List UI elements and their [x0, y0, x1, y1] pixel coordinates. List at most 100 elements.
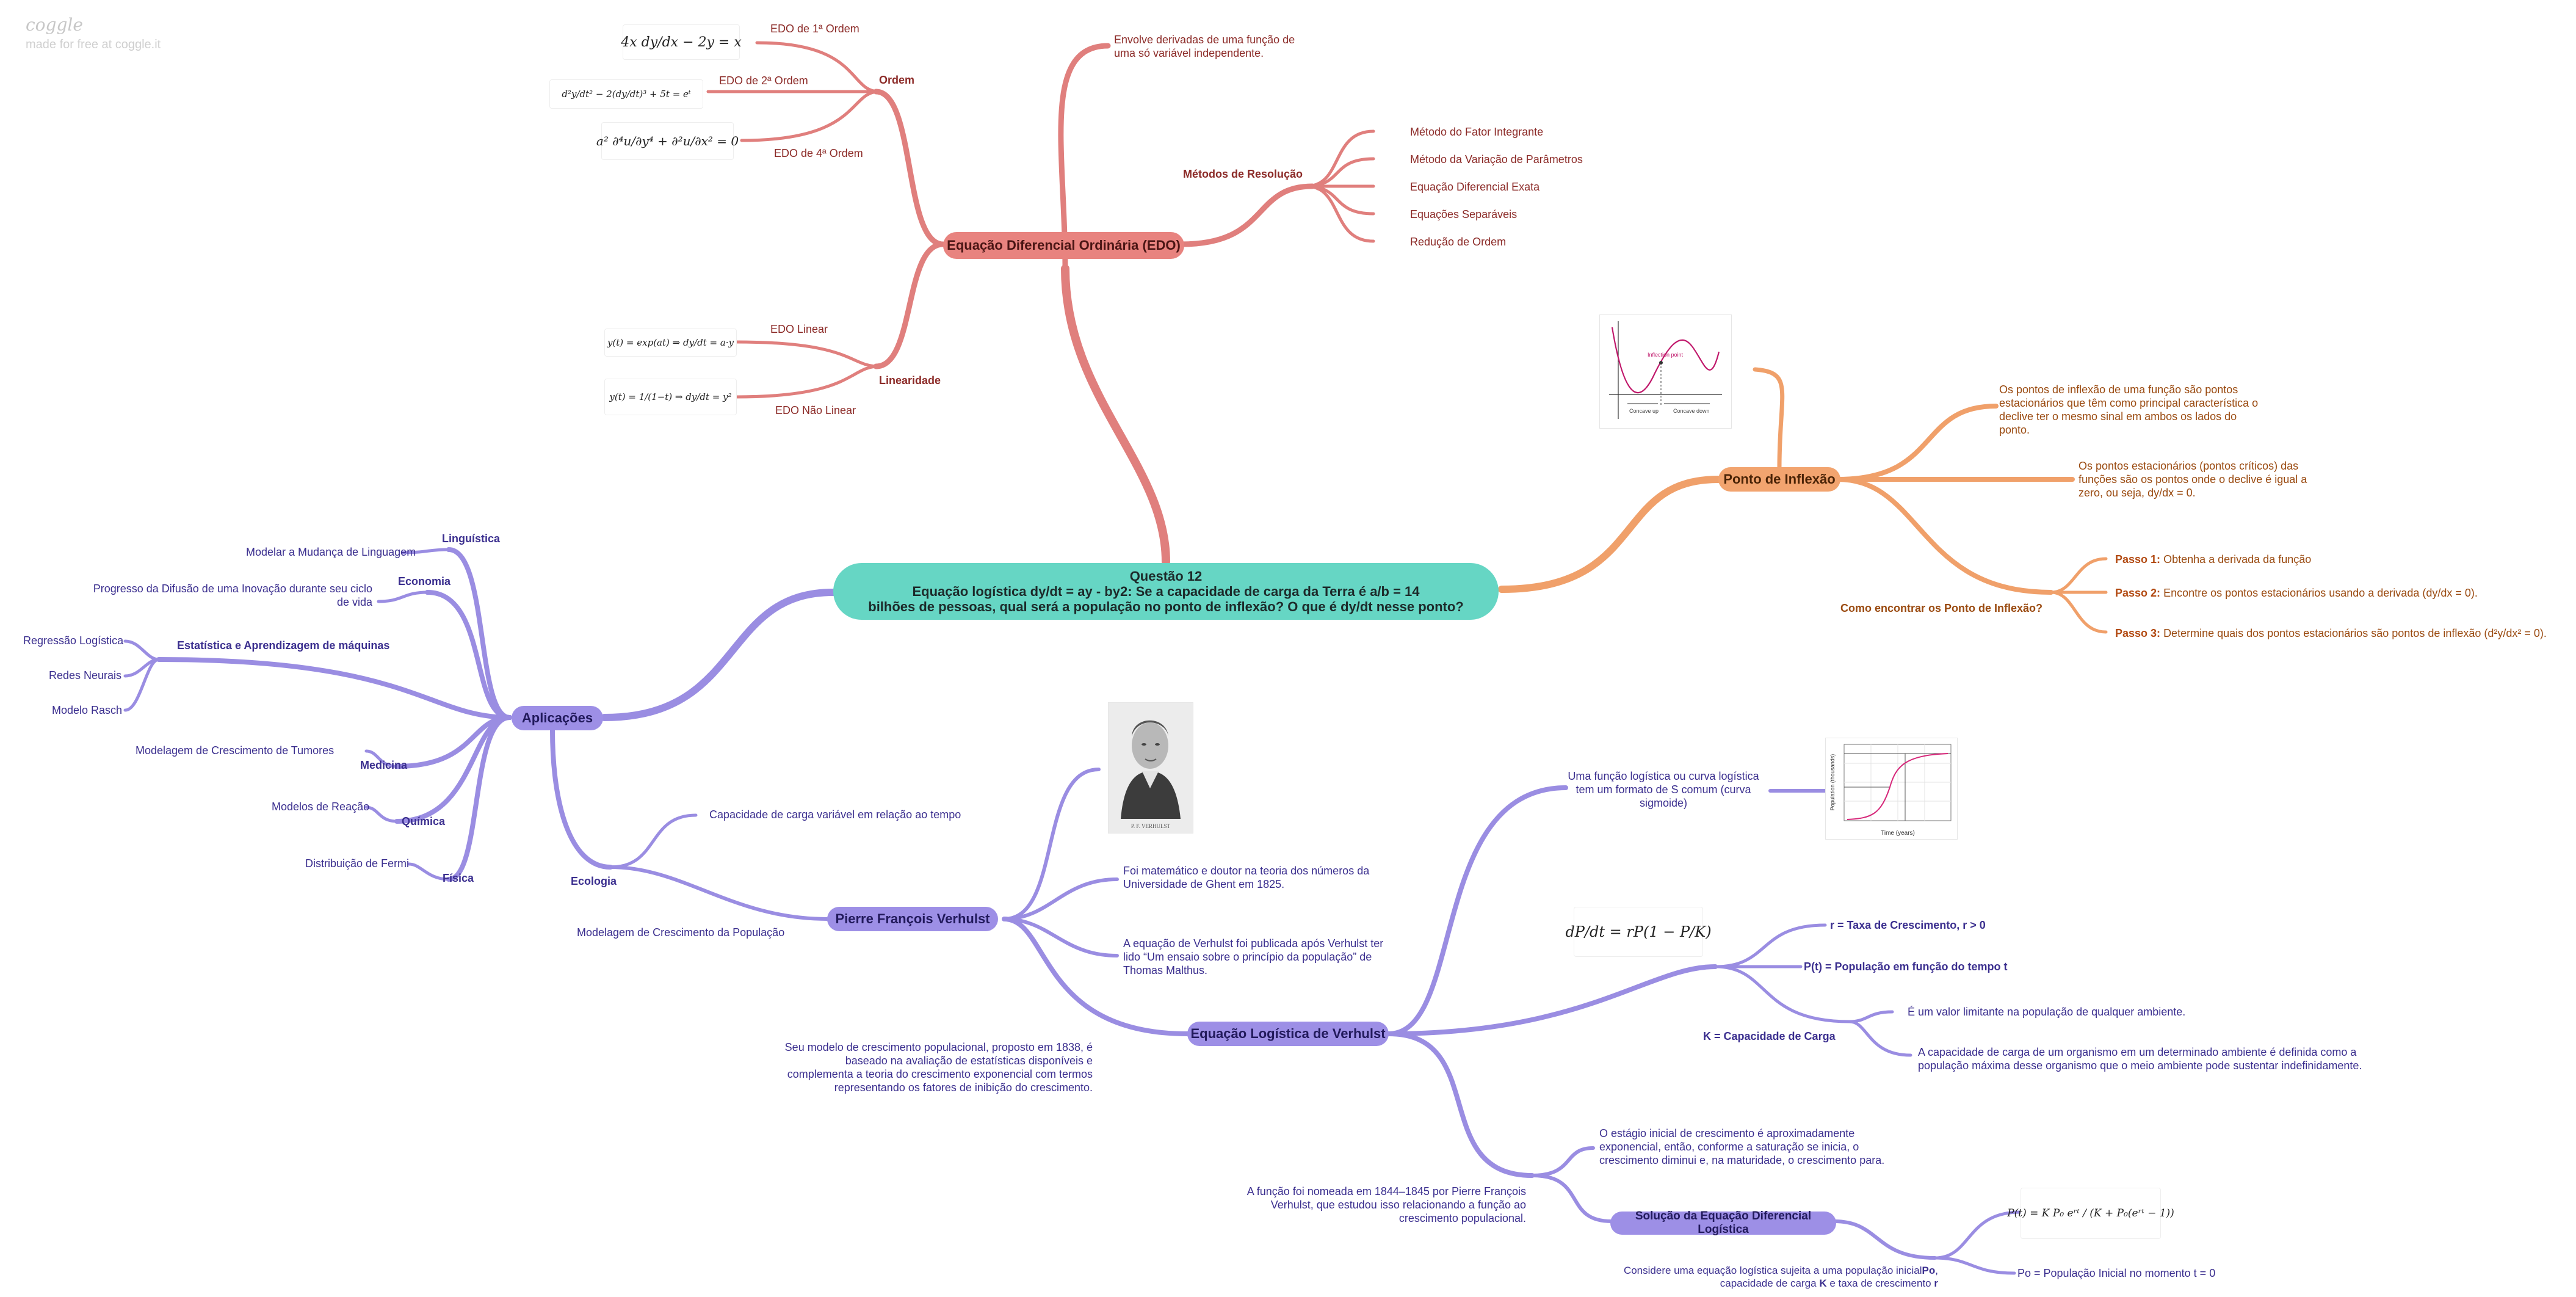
como-step-2[interactable]: Passo 2: Encontre os pontos estacionário…	[2115, 586, 2478, 600]
concave-up-label: Concave up	[1629, 408, 1659, 414]
logistica-nomeada: A função foi nomeada em 1844–1845 por Pi…	[1246, 1185, 1526, 1224]
ordem-item-2[interactable]: EDO de 2ª Ordem	[719, 74, 808, 87]
link-econ-item	[377, 590, 429, 603]
inflexao-node[interactable]: Ponto de Inflexão	[1718, 467, 1840, 492]
medicina-label[interactable]: Medicina	[360, 759, 408, 771]
link-metodos-2	[1304, 157, 1375, 188]
ordem-formula-3: a² ∂⁴u/∂y⁴ + ∂²u/∂x² = 0	[596, 122, 739, 160]
solution-formula: P(t) = K P₀ eʳᵗ / (K + P₀(eʳᵗ − 1))	[2007, 1188, 2174, 1239]
estatistica-item-2[interactable]: Redes Neurais	[49, 669, 122, 681]
ecologia-item-1[interactable]: Capacidade de carga variável em relação …	[709, 808, 961, 821]
central-line-2: Equação logística dy/dt = ay - by2: Se a…	[912, 584, 1420, 599]
linearidade-item-2[interactable]: EDO Não Linear	[775, 404, 856, 416]
quimica-item[interactable]: Modelos de Reação	[272, 801, 370, 813]
link-verh-portrait	[1002, 768, 1101, 921]
link-qui-item	[364, 805, 399, 823]
link-verh-bio1	[1002, 877, 1119, 921]
inflection-point-label: Inflection point	[1648, 352, 1684, 358]
link-aplic-estatistica	[156, 657, 512, 720]
metodos-item-2[interactable]: Método da Variação de Parâmetros	[1410, 153, 1583, 165]
como-step-1[interactable]: Passo 1: Obtenha a derivada da função	[2115, 553, 2311, 566]
solucao-note-2a: capacidade de carga	[1720, 1277, 1817, 1289]
metodos-item-3[interactable]: Equação Diferencial Exata	[1410, 181, 1540, 193]
coggle-logo[interactable]: coggle	[26, 15, 83, 35]
link-sol-p0	[1933, 1256, 2016, 1275]
estatistica-label[interactable]: Estatística e Aprendizagem de máquinas	[177, 639, 390, 652]
central-node[interactable]: Questão 12 Equação logística dy/dt = ay …	[833, 563, 1499, 620]
logistica-k-label[interactable]: K = Capacidade de Carga	[1703, 1030, 1836, 1042]
link-edo-desc	[1058, 43, 1111, 272]
link-como-3	[2049, 590, 2108, 634]
logistica-sigmoid: Uma função logística ou curva logística …	[1568, 770, 1759, 809]
central-line-1: Questão 12	[1129, 569, 1203, 584]
fisica-label[interactable]: Física	[443, 872, 474, 884]
linguistica-label[interactable]: Linguística	[442, 532, 501, 545]
link-est-3	[123, 658, 161, 712]
link-ordem-3	[740, 90, 881, 142]
logistica-k-item-1[interactable]: É um valor limitante na população de qua…	[1908, 1006, 2186, 1018]
linguistica-item[interactable]: Modelar a Mudança de Linguagem	[246, 546, 416, 558]
ecologia-label[interactable]: Ecologia	[571, 875, 617, 887]
metodos-item-5[interactable]: Redução de Ordem	[1410, 236, 1507, 248]
metodos-item-4[interactable]: Equações Separáveis	[1410, 208, 1518, 220]
portrait-sketch: P. F. VERHULST	[1109, 703, 1193, 833]
edo-node[interactable]: Equação Diferencial Ordinária (EDO)	[943, 232, 1184, 259]
linearidade-label[interactable]: Linearidade	[879, 374, 941, 387]
fisica-item[interactable]: Distribuição de Fermi	[305, 857, 410, 870]
link-fis-item	[407, 862, 450, 881]
edo-description: Envolve derivadas de uma função de uma s…	[1114, 34, 1295, 59]
linearidade-item-1[interactable]: EDO Linear	[770, 323, 828, 335]
aplicacoes-title: Aplicações	[521, 710, 593, 725]
link-k-2	[1848, 1020, 1912, 1057]
link-formula-r	[1713, 923, 1827, 968]
metodos-item-1[interactable]: Método do Fator Integrante	[1410, 126, 1544, 138]
solucao-note: Considere uma equação logística sujeita …	[1623, 1265, 1938, 1289]
sigmoid-chart-image: Time (years) Population (thousands)	[1825, 738, 1958, 840]
ordem-item-3[interactable]: EDO de 4ª Ordem	[774, 147, 863, 159]
link-edo-metodos	[1178, 183, 1315, 247]
ordem-label[interactable]: Ordem	[879, 74, 915, 86]
link-med-item	[364, 749, 399, 768]
link-central-aplicacoes	[601, 589, 837, 721]
solucao-node[interactable]: Solução da Equação Diferencial Logística	[1610, 1210, 1836, 1236]
link-log-sigmoid	[1386, 785, 1568, 1036]
linearidade-formula-2: y(t) = 1/(1−t) ⇒ dy/dt = y²	[604, 379, 737, 415]
medicina-item[interactable]: Modelagem de Crescimento de Tumores	[136, 744, 335, 757]
quimica-label[interactable]: Química	[402, 815, 446, 827]
como-label[interactable]: Como encontrar os Ponto de Inflexão?	[1840, 602, 2043, 614]
ecologia-item-2[interactable]: Modelagem de Crescimento da População	[577, 926, 785, 939]
logistica-title: Equação Logística de Verhulst	[1190, 1026, 1386, 1041]
link-sol-estagio	[1530, 1146, 1595, 1177]
economia-label[interactable]: Economia	[398, 575, 451, 587]
logistica-node[interactable]: Equação Logística de Verhulst	[1187, 1022, 1389, 1046]
link-eco-verhulst	[609, 865, 829, 921]
link-sol-node	[1530, 1174, 1613, 1223]
step-3-text: Determine quais dos pontos estacionários…	[2163, 627, 2547, 639]
estatistica-item-1[interactable]: Regressão Logística	[23, 634, 124, 647]
verhulst-model: Seu modelo de crescimento populacional, …	[784, 1041, 1093, 1094]
verhulst-bio1: Foi matemático e doutor na teoria dos nú…	[1123, 865, 1370, 890]
metodos-label[interactable]: Métodos de Resolução	[1183, 168, 1303, 180]
link-aplic-ecologia	[550, 727, 613, 870]
link-ordem-1	[755, 41, 881, 93]
logistica-r[interactable]: r = Taxa de Crescimento, r > 0	[1830, 919, 1986, 931]
estatistica-item-3[interactable]: Modelo Rasch	[52, 704, 123, 716]
link-sol-formula	[1933, 1210, 2022, 1260]
como-step-3[interactable]: Passo 3: Determine quais dos pontos esta…	[2115, 627, 2547, 640]
central-line-3: bilhões de pessoas, qual será a populaçã…	[868, 599, 1464, 614]
solucao-p0[interactable]: Po = População Inicial no momento t = 0	[2017, 1267, 2216, 1279]
edo-title: Equação Diferencial Ordinária (EDO)	[947, 238, 1181, 253]
economia-item[interactable]: Progresso da Difusão de uma Inovação dur…	[93, 583, 372, 608]
link-inflexao-def1	[1835, 404, 1999, 482]
verhulst-node[interactable]: Pierre François Verhulst	[827, 907, 998, 931]
sigmoid-chart: Time (years) Population (thousands)	[1829, 744, 1952, 837]
link-metodos-4	[1304, 184, 1375, 216]
aplicacoes-node[interactable]: Aplicações	[512, 706, 603, 730]
logistica-k-item-2[interactable]: A capacidade de carga de um organismo em…	[1918, 1046, 2362, 1072]
coggle-tagline[interactable]: made for free at coggle.it	[26, 38, 161, 51]
link-aplic-fisica	[446, 715, 512, 882]
step-3-number: Passo 3:	[2115, 627, 2161, 639]
ordem-item-1[interactable]: EDO de 1ª Ordem	[770, 23, 859, 35]
logistica-p[interactable]: P(t) = População em função do tempo t	[1804, 961, 2008, 973]
